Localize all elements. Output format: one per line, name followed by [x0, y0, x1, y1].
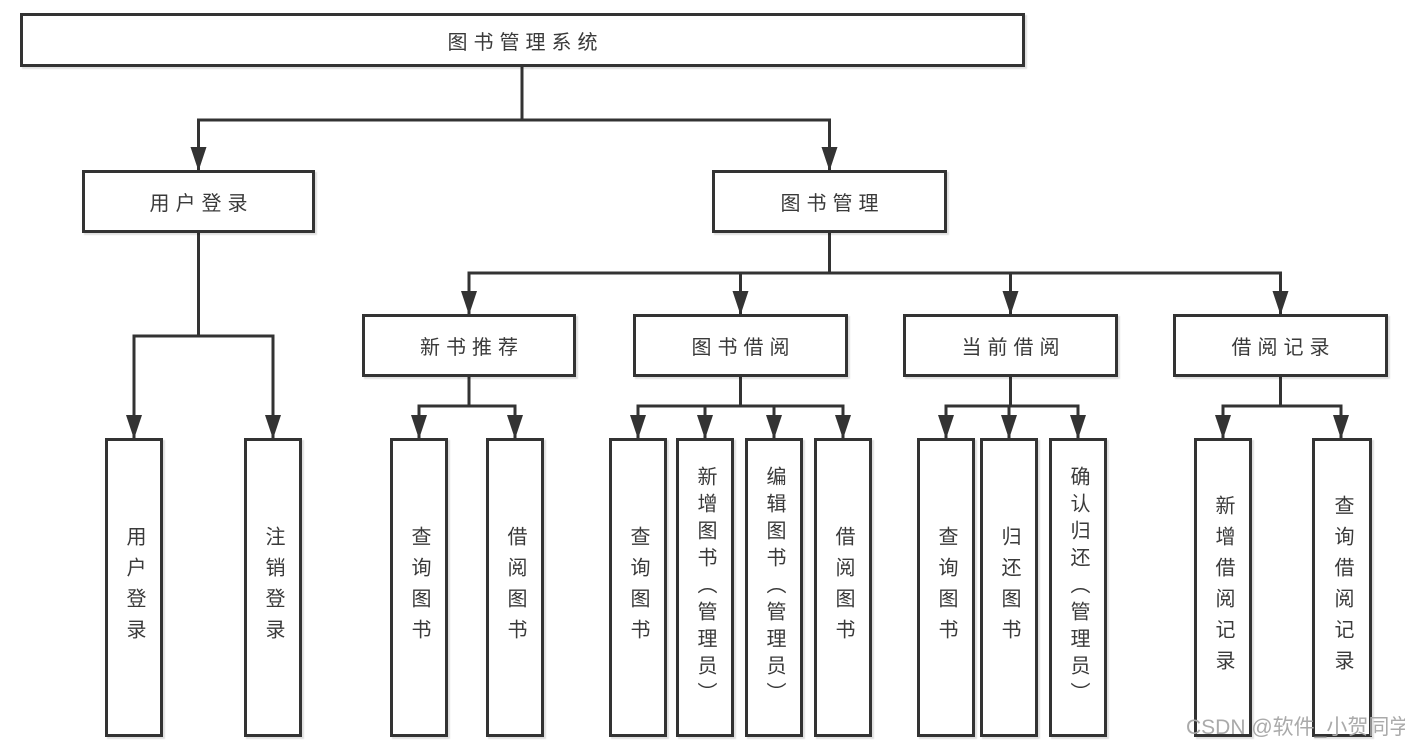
node-label: 查询图书	[935, 525, 957, 650]
node-leaf-query-borrow-record: 查询借阅记录	[1312, 438, 1372, 737]
connector-book-management	[461, 231, 1289, 316]
node-current-borrowing: 当前借阅	[903, 314, 1118, 377]
connector-book-borrowing	[630, 375, 851, 440]
node-book-management: 图书管理	[712, 170, 947, 233]
node-leaf-query-books-current: 查询图书	[917, 438, 975, 737]
connector-root	[190, 65, 838, 172]
node-leaf-borrow-books-recommend: 借阅图书	[486, 438, 544, 737]
node-library-system: 图书管理系统	[20, 13, 1025, 67]
connector-user-login	[126, 231, 281, 440]
node-leaf-borrow-books: 借阅图书	[814, 438, 872, 737]
node-label: 编辑图书（管理员）	[763, 466, 785, 709]
node-leaf-add-borrow-record: 新增借阅记录	[1194, 438, 1252, 737]
node-leaf-return-book: 归还图书	[980, 438, 1038, 737]
node-leaf-edit-book-admin: 编辑图书（管理员）	[745, 438, 803, 737]
node-label: 确认归还（管理员）	[1067, 466, 1089, 709]
node-label: 新增图书（管理员）	[694, 466, 716, 709]
node-label: 查询借阅记录	[1331, 494, 1353, 681]
node-book-borrowing: 图书借阅	[633, 314, 848, 377]
node-leaf-logout: 注销登录	[244, 438, 302, 737]
node-leaf-user-login: 用户登录	[105, 438, 163, 737]
node-leaf-confirm-return-admin: 确认归还（管理员）	[1049, 438, 1107, 737]
node-new-book-recommendation: 新书推荐	[362, 314, 576, 377]
node-label: 查询图书	[408, 525, 430, 650]
node-leaf-query-books-recommend: 查询图书	[390, 438, 448, 737]
node-leaf-query-books-borrow: 查询图书	[609, 438, 667, 737]
csdn-watermark: CSDN @软件_小贺同学	[1186, 716, 1405, 739]
connector-new-book-recommendation	[411, 375, 523, 440]
node-label: 用户登录	[123, 525, 145, 650]
node-borrowing-records: 借阅记录	[1173, 314, 1388, 377]
node-label: 归还图书	[998, 525, 1020, 650]
node-leaf-add-book-admin: 新增图书（管理员）	[676, 438, 734, 737]
node-label: 注销登录	[262, 525, 284, 650]
connector-borrowing-records	[1215, 375, 1349, 440]
node-label: 借阅图书	[832, 525, 854, 650]
node-label: 查询图书	[627, 525, 649, 650]
connector-current-borrowing	[938, 375, 1086, 440]
node-label: 借阅图书	[504, 525, 526, 650]
node-label: 新增借阅记录	[1212, 494, 1234, 681]
node-user-login: 用户登录	[82, 170, 315, 233]
